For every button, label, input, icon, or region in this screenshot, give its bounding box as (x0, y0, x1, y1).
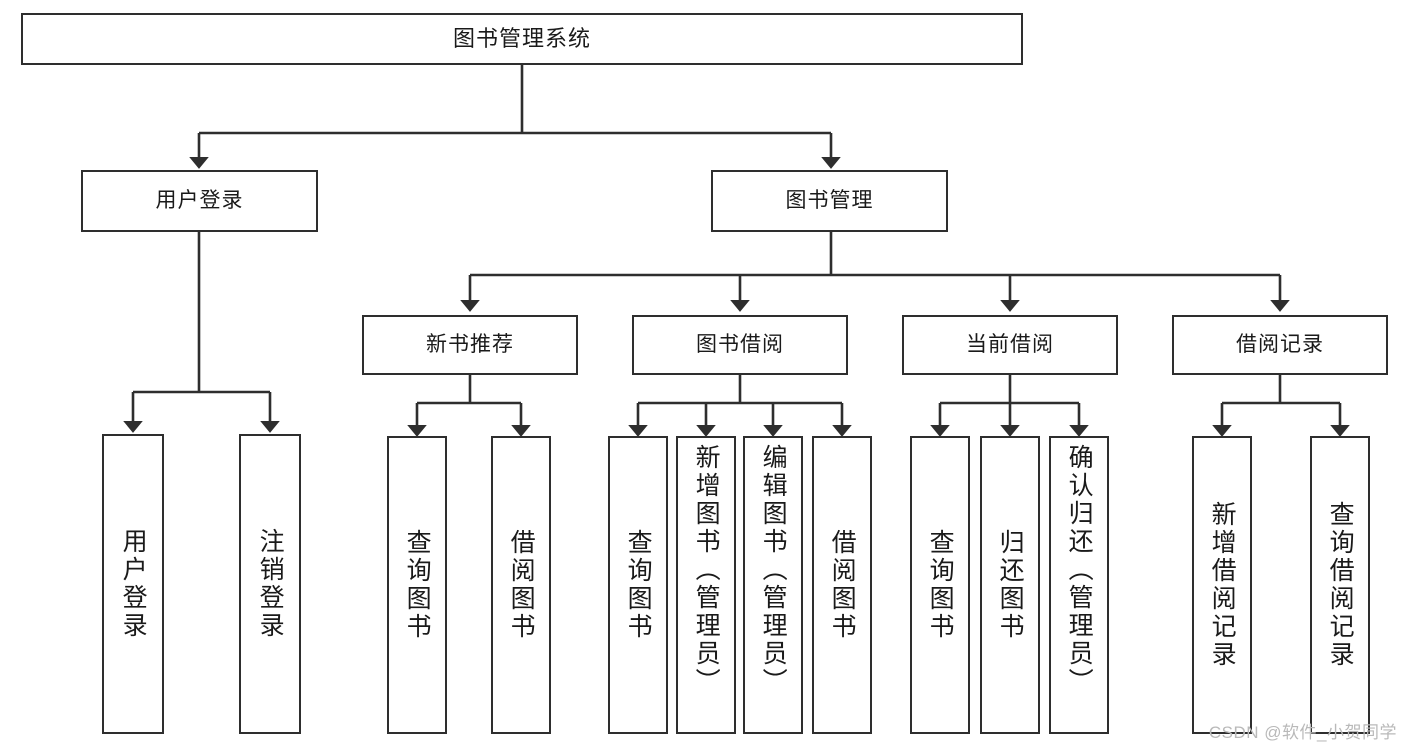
leaf-borrow-add-book-admin-label: 新增图书（管理员） (692, 444, 721, 696)
leaf-current-query-book-label: 查询图书 (926, 529, 955, 641)
leaf-user-login-login[interactable]: 用户登录 (102, 434, 164, 734)
node-current-borrow[interactable]: 当前借阅 (902, 315, 1118, 375)
leaf-borrow-borrow-book[interactable]: 借阅图书 (812, 436, 872, 734)
leaf-record-add-record[interactable]: 新增借阅记录 (1192, 436, 1252, 734)
leaf-recommend-query-book[interactable]: 查询图书 (387, 436, 447, 734)
node-new-book-recommend-label: 新书推荐 (426, 332, 514, 356)
leaf-user-login-login-label: 用户登录 (119, 528, 148, 640)
node-book-management-label: 图书管理 (785, 188, 874, 212)
leaf-record-query-record-label: 查询借阅记录 (1326, 501, 1355, 669)
leaf-record-add-record-label: 新增借阅记录 (1208, 501, 1237, 669)
node-book-borrow-label: 图书借阅 (696, 332, 784, 356)
leaf-borrow-query-book[interactable]: 查询图书 (608, 436, 668, 734)
leaf-user-login-logout-label: 注销登录 (256, 528, 285, 640)
leaf-recommend-borrow-book[interactable]: 借阅图书 (491, 436, 551, 734)
leaf-borrow-edit-book-admin[interactable]: 编辑图书（管理员） (743, 436, 803, 734)
watermark: CSDN @软件_小贺同学 (1208, 723, 1397, 742)
leaf-recommend-query-book-label: 查询图书 (403, 529, 432, 641)
node-root[interactable]: 图书管理系统 (21, 13, 1023, 65)
leaf-user-login-logout[interactable]: 注销登录 (239, 434, 301, 734)
leaf-current-return-book[interactable]: 归还图书 (980, 436, 1040, 734)
node-current-borrow-label: 当前借阅 (966, 332, 1054, 356)
leaf-current-return-book-label: 归还图书 (996, 529, 1025, 641)
leaf-record-query-record[interactable]: 查询借阅记录 (1310, 436, 1370, 734)
node-book-borrow[interactable]: 图书借阅 (632, 315, 848, 375)
leaf-borrow-add-book-admin[interactable]: 新增图书（管理员） (676, 436, 736, 734)
node-book-management[interactable]: 图书管理 (711, 170, 948, 232)
node-user-login[interactable]: 用户登录 (81, 170, 318, 232)
leaf-borrow-query-book-label: 查询图书 (624, 529, 653, 641)
node-borrow-record[interactable]: 借阅记录 (1172, 315, 1388, 375)
leaf-borrow-edit-book-admin-label: 编辑图书（管理员） (759, 444, 788, 696)
leaf-current-confirm-return-admin-label: 确认归还（管理员） (1065, 444, 1094, 696)
node-user-login-label: 用户登录 (155, 188, 244, 212)
node-new-book-recommend[interactable]: 新书推荐 (362, 315, 578, 375)
leaf-current-confirm-return-admin[interactable]: 确认归还（管理员） (1049, 436, 1109, 734)
leaf-recommend-borrow-book-label: 借阅图书 (507, 529, 536, 641)
node-root-label: 图书管理系统 (452, 26, 591, 52)
node-borrow-record-label: 借阅记录 (1236, 332, 1324, 356)
leaf-current-query-book[interactable]: 查询图书 (910, 436, 970, 734)
leaf-borrow-borrow-book-label: 借阅图书 (828, 529, 857, 641)
